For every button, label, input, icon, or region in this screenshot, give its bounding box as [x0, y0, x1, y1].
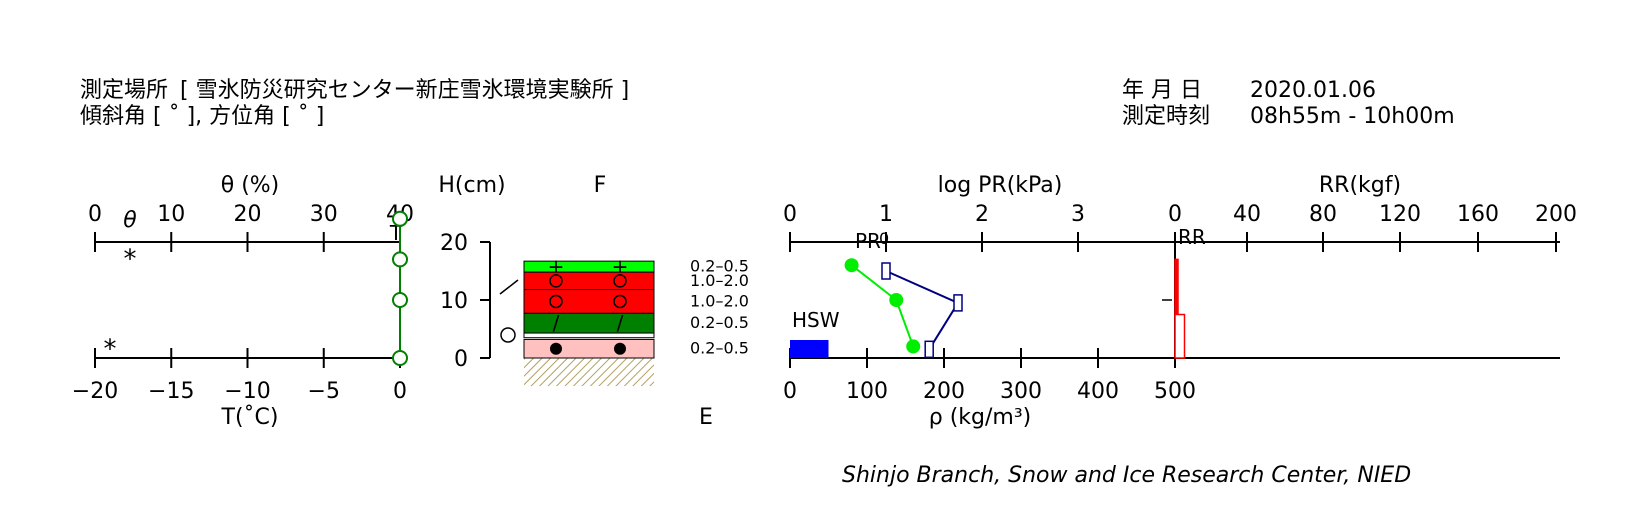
top-tick-label: 1 — [879, 202, 893, 227]
top-tick-label: 120 — [1379, 202, 1421, 227]
bottom-tick-label: −15 — [148, 379, 194, 404]
time-label: 測定時刻 — [1122, 104, 1211, 129]
grain-symbol: / — [553, 311, 560, 335]
snow-layer — [523, 271, 655, 291]
bottom-tick-label: 100 — [846, 379, 888, 404]
grain-symbol — [614, 342, 626, 355]
site-name: [ 雪氷防災研究センター新庄雪氷環境実験所 ] — [180, 78, 630, 103]
bottom-tick-label: 0 — [393, 379, 407, 404]
rr-label: RR — [1178, 225, 1206, 249]
grain-size-label: 0.2–0.5 — [690, 313, 749, 332]
grain-symbol — [613, 294, 627, 309]
temperature-point — [392, 350, 408, 366]
top-tick-label: 40 — [1233, 202, 1261, 227]
top-tick-label: 30 — [310, 202, 338, 227]
snow-layer — [523, 260, 655, 273]
grain-form-header: F — [594, 173, 607, 198]
density-point — [844, 258, 859, 273]
temperature-point — [392, 292, 408, 308]
hsw-bar — [790, 340, 829, 358]
date-label: 年 月 日 — [1122, 78, 1202, 103]
top-tick-label: 20 — [234, 202, 262, 227]
grain-symbol — [549, 274, 563, 288]
ram-panel: 0 40 80 120 160 200 RR(kgf) RR — [1162, 173, 1577, 359]
top-axis-title: θ (%) — [221, 173, 280, 198]
bottom-tick-label: −20 — [72, 379, 118, 404]
temperature-panel: 010203040θ (%)−20−15−10−50T(˚C)Tθ** — [72, 173, 414, 430]
height-tick-label: 0 — [454, 347, 468, 372]
grain-size-label: 0.2–0.5 — [690, 257, 749, 276]
bottom-tick-label: 300 — [1000, 379, 1042, 404]
hsw-label: HSW — [792, 308, 840, 332]
top-tick-label: 160 — [1457, 202, 1499, 227]
top-tick-label: 80 — [1309, 202, 1337, 227]
bottom-axis-title: ρ (kg/m³) — [929, 405, 1032, 430]
log-pr-point — [924, 340, 934, 359]
ram-bar — [1174, 258, 1179, 316]
pr-mark: 0 — [879, 229, 889, 248]
bottom-tick-label: −10 — [224, 379, 270, 404]
log-pr-line — [885, 270, 960, 350]
top-axis-title: log PR(kPa) — [938, 173, 1063, 198]
top-tick-label: 200 — [1535, 202, 1577, 227]
date-value: 2020.01.06 — [1250, 78, 1376, 103]
bottom-tick-label: −5 — [308, 379, 340, 404]
height-tick-label: 10 — [440, 289, 468, 314]
top-tick-label: 3 — [1071, 202, 1085, 227]
log-pr-point — [953, 294, 963, 312]
water-content-mark — [500, 327, 516, 343]
top-tick-label: 0 — [1168, 202, 1182, 227]
stratigraphy-panel: 01020H(cm)FE++0.2–0.51.0–2.01.0–2.0//0.2… — [438, 173, 749, 430]
top-tick-label: 10 — [157, 202, 185, 227]
time-value: 08h55m - 10h00m — [1250, 104, 1455, 129]
density-point — [889, 293, 904, 307]
height-tick-label: 20 — [440, 231, 468, 256]
density-point — [906, 339, 921, 354]
hardness-header: E — [699, 405, 713, 430]
bottom-axis-title: T(˚C) — [221, 405, 279, 430]
ground-hatch — [524, 358, 654, 386]
top-axis-title: RR(kgf) — [1319, 173, 1401, 198]
height-axis-title: H(cm) — [438, 173, 505, 198]
top-tick-label: 0 — [783, 202, 797, 227]
bottom-tick-label: 0 — [783, 379, 797, 404]
snow-layer — [523, 338, 655, 359]
temperature-point — [392, 251, 408, 268]
pr-label: PR — [855, 229, 881, 253]
bottom-tick-label: 500 — [1154, 379, 1196, 404]
credit-text: Shinjo Branch, Snow and Ice Research Cen… — [842, 463, 1411, 488]
top-tick-label: 2 — [975, 202, 989, 227]
grain-symbol: / — [617, 311, 624, 335]
temperature-point — [392, 210, 408, 227]
wetness-annotation: θ — [123, 208, 137, 233]
snow-layer — [523, 312, 655, 334]
grain-symbol — [549, 294, 563, 309]
grain-size-label: 1.0–2.0 — [690, 291, 749, 310]
site-label: 測定場所 — [80, 78, 169, 103]
grain-size-label: 0.2–0.5 — [690, 339, 749, 358]
slope-label: 傾斜角 [ ˚ ], 方位角 [ ˚ ] — [80, 104, 325, 129]
snow-layer — [523, 289, 655, 314]
snow-layer — [523, 332, 655, 339]
grain-symbol — [550, 342, 562, 355]
grain-symbol — [613, 274, 627, 288]
top-tick-label: 0 — [88, 202, 102, 227]
bottom-tick-label: 200 — [923, 379, 965, 404]
ram-bar — [1174, 313, 1186, 359]
water-content-mark — [499, 279, 519, 295]
grain-size-label: 1.0–2.0 — [690, 271, 749, 290]
wetness-annotation: * — [124, 244, 137, 274]
wetness-annotation: * — [104, 334, 117, 364]
log-pr-point — [881, 262, 891, 280]
bottom-tick-label: 400 — [1077, 379, 1119, 404]
